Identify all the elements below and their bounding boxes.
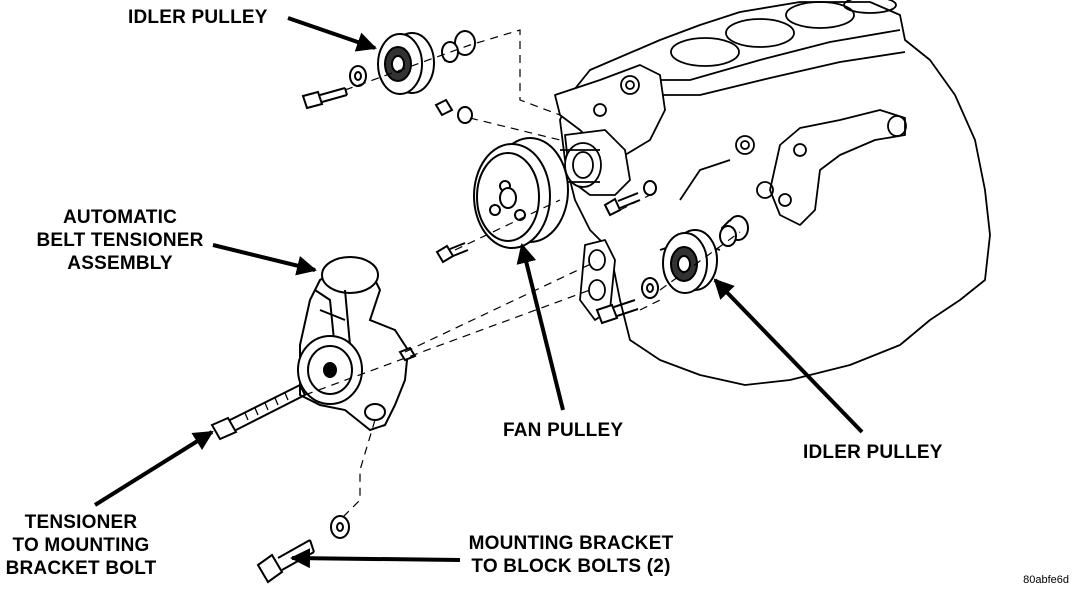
arrow-tensioner-assembly: [212, 243, 317, 276]
label-idler-pulley-right: IDLER PULLEY: [803, 441, 943, 464]
arrow-tensioner-bolt: [93, 430, 214, 507]
arrow-idler-pulley-right: [713, 278, 864, 434]
mounting-bracket-bolt: [256, 539, 315, 584]
fan-pulley: [473, 137, 569, 249]
label-fan-pulley: FAN PULLEY: [503, 419, 623, 442]
arrow-fan-pulley: [516, 243, 565, 411]
label-tensioner-bolt-line3: BRACKET BOLT: [5, 558, 157, 579]
small-bolt-upper: [434, 98, 473, 124]
tensioner-bolt: [210, 384, 306, 441]
arrow-mounting-bolts: [290, 548, 461, 569]
label-mounting-bolts-line1: MOUNTING BRACKET: [468, 533, 674, 554]
idler-bolt-right: [595, 299, 639, 325]
idler-bolt-top: [301, 87, 348, 110]
label-idler-pulley-right-text: IDLER PULLEY: [803, 442, 943, 463]
label-tensioner-assembly: AUTOMATIC BELT TENSIONER ASSEMBLY: [25, 206, 215, 275]
assembly-lines: [304, 29, 741, 521]
fan-pulley-bolt-left: [435, 242, 469, 264]
label-tensioner-bolt-line1: TENSIONER: [24, 512, 138, 533]
washer-right: [641, 277, 659, 299]
label-idler-pulley-top: IDLER PULLEY: [128, 6, 268, 29]
label-tensioner-assembly-line1: AUTOMATIC: [62, 207, 178, 228]
label-tensioner-assembly-line2: BELT TENSIONER: [36, 230, 204, 251]
automatic-belt-tensioner: [297, 256, 417, 432]
idler-pulley-right: [662, 229, 718, 294]
leader-arrows: [93, 16, 864, 569]
engine-block: [554, 0, 991, 386]
mounting-bracket-washer: [330, 515, 350, 539]
label-idler-pulley-top-text: IDLER PULLEY: [128, 7, 268, 28]
arrow-idler-pulley-top: [287, 16, 377, 52]
label-mounting-bolts-line2: TO BLOCK BOLTS (2): [471, 556, 671, 577]
idler-spacer-top: [441, 30, 476, 63]
figure-id: 80abfe6d: [1023, 574, 1069, 586]
label-fan-pulley-text: FAN PULLEY: [503, 420, 624, 441]
washer-top: [349, 65, 367, 87]
fan-pulley-bolt-right: [603, 180, 657, 217]
idler-pulley-top: [377, 32, 435, 95]
label-tensioner-bolt: TENSIONER TO MOUNTING BRACKET BOLT: [0, 511, 162, 580]
label-mounting-bolts: MOUNTING BRACKET TO BLOCK BOLTS (2): [455, 532, 687, 578]
label-tensioner-assembly-line3: ASSEMBLY: [67, 253, 173, 274]
label-tensioner-bolt-line2: TO MOUNTING: [12, 535, 150, 556]
idler-spacer-right: [719, 215, 749, 247]
